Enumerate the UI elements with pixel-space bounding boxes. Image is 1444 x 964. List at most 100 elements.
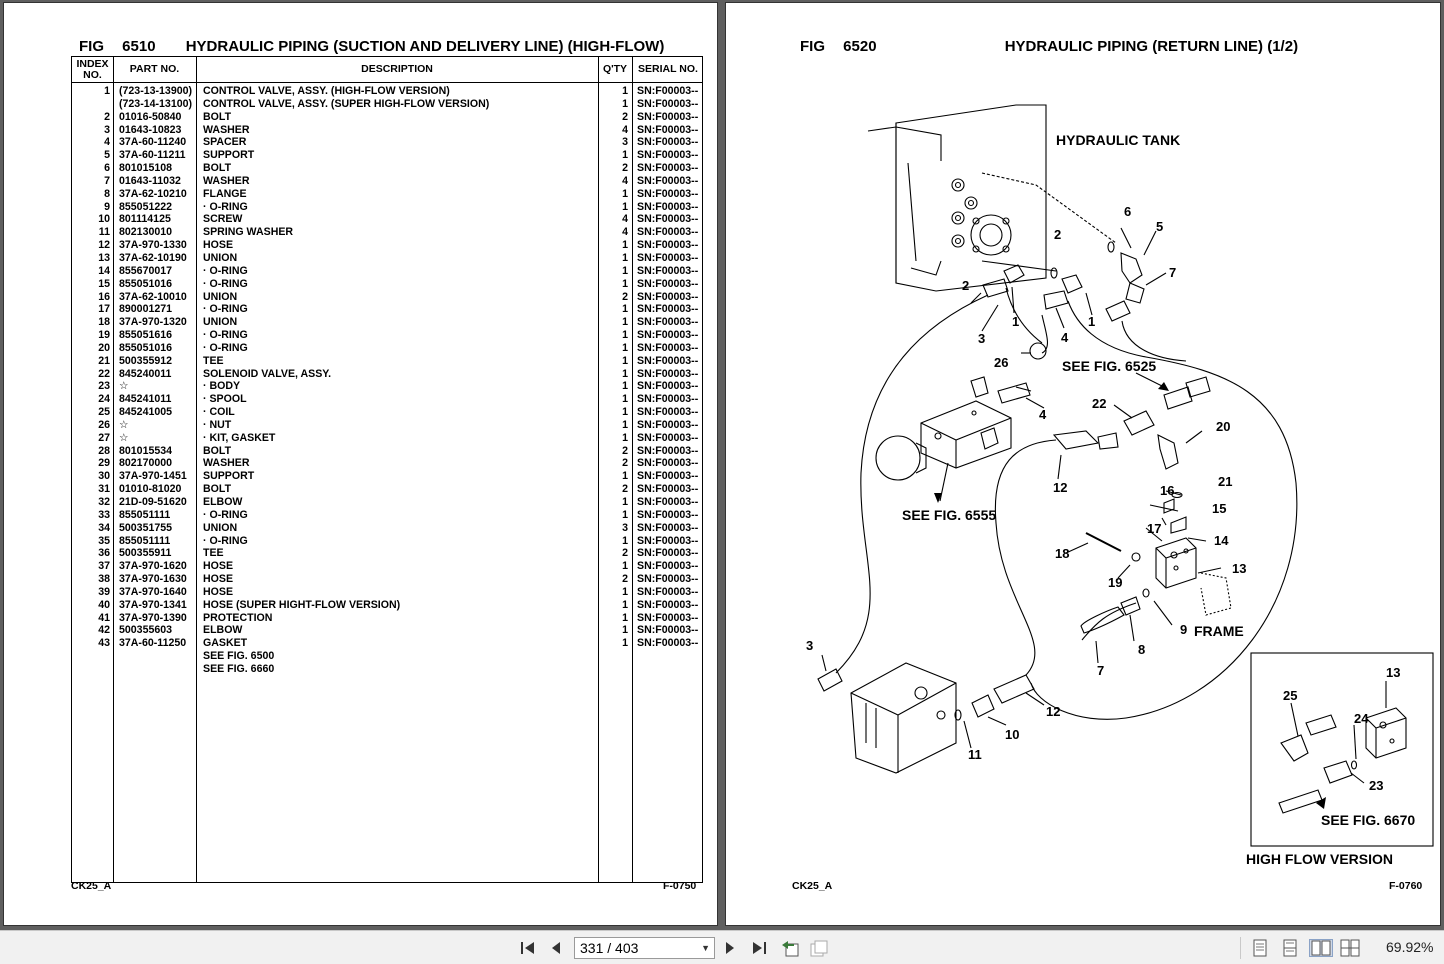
serial-cell: SN:F00003--	[637, 316, 699, 329]
quantity-cell: 1	[622, 200, 628, 213]
serial-cell: SN:F00003--	[637, 213, 699, 226]
description-cell: · O-RING	[203, 508, 248, 521]
serial-cell: SN:F00003--	[637, 585, 699, 598]
description-cell: · NUT	[203, 418, 232, 431]
serial-cell: SN:F00003--	[637, 277, 699, 290]
next-page-button[interactable]	[720, 939, 740, 957]
description-cell: SUPPORT	[203, 149, 255, 162]
facing-view-button[interactable]	[1309, 939, 1333, 957]
part-number-cell: ☆	[119, 380, 129, 393]
callout-21: 21	[1218, 474, 1232, 489]
part-number-cell: 37A-970-1341	[119, 598, 187, 611]
description-cell: HOSE	[203, 560, 234, 573]
continuous-view-button[interactable]	[1280, 939, 1300, 957]
page-number-select[interactable]: 331 / 403 ▼	[574, 937, 715, 959]
viewer-toolbar: 331 / 403 ▼ 69.92%	[0, 930, 1444, 964]
index-cell: 27	[98, 431, 110, 444]
part-number-cell: 37A-62-10010	[119, 290, 187, 303]
index-cell: 32	[98, 496, 110, 508]
callout-22: 22	[1092, 396, 1106, 411]
index-cell: 2	[104, 110, 110, 123]
quantity-cell: 1	[622, 367, 628, 380]
description-cell: · COIL	[203, 406, 235, 419]
description-cell: BOLT	[203, 110, 232, 123]
description-cell: · BODY	[203, 380, 241, 393]
description-cell: HOSE	[203, 239, 234, 252]
next-view-button[interactable]	[809, 939, 829, 957]
part-number-cell: 37A-970-1330	[119, 239, 187, 252]
index-cell: 37	[98, 560, 110, 573]
index-cell: 10	[98, 213, 110, 226]
quantity-cell: 1	[622, 264, 628, 277]
continuous-facing-view-button[interactable]	[1340, 939, 1360, 957]
quantity-cell: 1	[622, 418, 628, 431]
callout-18: 18	[1055, 546, 1069, 561]
quantity-cell: 1	[622, 329, 628, 342]
quantity-cell: 1	[622, 508, 628, 521]
serial-cell: SN:F00003--	[637, 598, 699, 611]
index-cell: 30	[98, 470, 110, 483]
description-cell: · SPOOL	[203, 393, 247, 406]
quantity-cell: 2	[622, 547, 628, 560]
hydraulic-diagram: HYDRAULIC TANK SEE FIG. 6525 SEE FIG. 65…	[806, 104, 1434, 867]
quantity-cell: 1	[622, 97, 628, 110]
callout-14: 14	[1214, 533, 1229, 548]
quantity-cell: 1	[622, 239, 628, 252]
part-number-cell: 801015534	[119, 444, 173, 457]
continuous-page-icon	[1283, 939, 1297, 957]
serial-cell: SN:F00003--	[637, 264, 699, 277]
part-number-cell: 37A-62-10210	[119, 187, 187, 200]
footer-code: CK25_A	[71, 880, 112, 892]
part-number-cell: 37A-60-11211	[119, 149, 186, 162]
previous-view-button[interactable]	[780, 939, 800, 957]
last-page-button[interactable]	[749, 939, 769, 957]
first-page-button[interactable]	[518, 939, 538, 957]
quantity-cell: 4	[622, 213, 628, 226]
description-cell: SUPPORT	[203, 470, 255, 483]
fig-title: HYDRAULIC PIPING (RETURN LINE) (1/2)	[1004, 38, 1299, 55]
quantity-cell: 1	[622, 85, 628, 97]
part-number-cell: 845240011	[119, 367, 172, 380]
serial-cell: SN:F00003--	[637, 329, 699, 342]
last-page-icon	[753, 942, 766, 954]
fig-label: FIG	[800, 38, 825, 55]
quantity-cell: 3	[622, 136, 628, 149]
description-cell: · O-RING	[203, 200, 248, 213]
label-high-flow-version: HIGH FLOW VERSION	[1246, 851, 1393, 867]
part-number-cell: 37A-60-11250	[119, 637, 187, 650]
part-number-cell: (723-14-13100)	[119, 97, 193, 110]
description-cell: FLANGE	[203, 187, 247, 200]
label-frame: FRAME	[1194, 623, 1244, 639]
index-cell: 29	[98, 457, 110, 470]
index-cell: 26	[98, 418, 110, 431]
part-number-cell: 37A-970-1630	[119, 573, 187, 586]
part-number-cell: 37A-60-11240	[119, 136, 187, 149]
col-qty-header: Q'TY	[602, 63, 628, 75]
zoom-level[interactable]: 69.92%	[1386, 939, 1434, 955]
quantity-cell: 1	[622, 380, 628, 393]
single-page-view-button[interactable]	[1250, 939, 1270, 957]
table-row: SEE FIG. 6500	[72, 650, 702, 663]
quantity-cell: 1	[622, 611, 628, 624]
part-number-cell: 855051616	[119, 329, 173, 342]
index-cell: 25	[98, 406, 110, 419]
index-cell: 35	[98, 534, 110, 547]
callout-2: 2	[1054, 227, 1061, 242]
quantity-cell: 4	[622, 174, 628, 187]
serial-cell: SN:F00003--	[637, 470, 699, 483]
previous-page-button[interactable]	[546, 939, 566, 957]
part-number-cell: 845241005	[119, 406, 173, 419]
description-cell: GASKET	[203, 637, 248, 650]
description-cell: SOLENOID VALVE, ASSY.	[203, 367, 332, 380]
quantity-cell: 1	[622, 341, 628, 354]
